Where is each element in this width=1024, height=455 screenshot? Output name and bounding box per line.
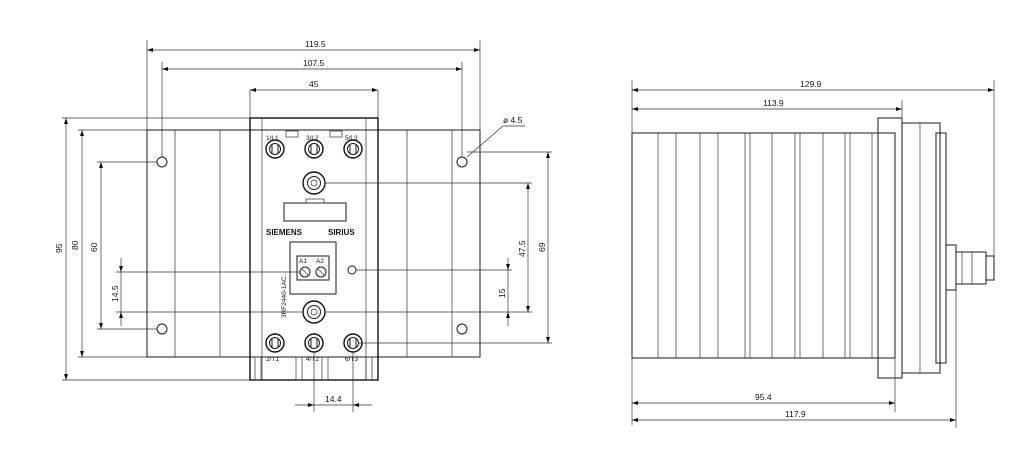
side-module-base [877,117,903,379]
dim-47-5: 47.5 [517,240,527,257]
dim-14-4: 14.4 [325,394,342,404]
side-heatsink [631,132,896,359]
terminal-label-4-t2: 4/T2 [306,356,319,363]
front-view: 1/L1 3/L2 5/L3 SIEMENS SIRIUS A1 A2 3RF2… [54,39,552,412]
control-connector [289,241,337,295]
terminal-screw-4-t2 [304,333,324,353]
brand-label: SIEMENS [266,228,303,237]
dim-129-9: 129.9 [800,79,822,89]
control-terminal-a2-label: A2 [316,258,324,265]
terminal-screw-5-l3 [343,139,363,159]
terminal-screw-2-t1 [265,333,285,353]
model-label: 3RF2440-1AC.. [281,273,288,318]
reference-hole [347,265,357,275]
side-view: 129.9 113.9 95.4 117.9 [631,79,995,428]
dim-60: 60 [89,242,99,252]
dim-80: 80 [70,240,80,250]
dim-45: 45 [309,79,319,89]
dim-107-5: 107.5 [303,58,325,68]
mounting-hole-bottom-right [456,323,468,335]
lower-center-screw [302,300,326,324]
dim-69: 69 [537,242,547,252]
terminal-screw-1-l1 [265,139,285,159]
mounting-hole-top-right [456,156,468,168]
terminal-label-6-t3: 6/T3 [345,356,358,363]
control-terminal-a1-label: A1 [299,258,307,265]
side-module-housing [901,122,941,374]
dim-hole-diameter: ø 4.5 [503,115,523,125]
dim-95-4: 95.4 [755,392,772,402]
upper-center-screw [302,171,326,195]
dim-113-9: 113.9 [763,98,784,108]
dim-95: 95 [54,243,64,253]
side-connector [945,244,957,291]
terminal-screw-3-l2 [304,139,324,159]
dim-117-9: 117.9 [785,409,806,419]
mounting-hole-bottom-left [156,323,168,335]
control-screw-a2 [315,266,327,278]
label-plate [283,202,347,222]
heatsink-plate [146,129,481,358]
mounting-hole-top-left [156,156,168,168]
dim-119-5: 119.5 [305,39,326,49]
dim-14-5: 14.5 [110,285,120,302]
terminal-label-2-t1: 2/T1 [266,356,279,363]
dim-15: 15 [497,288,507,298]
terminal-label-1-l1: 1/L1 [266,135,279,142]
terminal-label-3-l2: 3/L2 [306,135,319,142]
terminal-label-5-l3: 5/L3 [345,135,358,142]
product-line-label: SIRIUS [328,228,355,237]
